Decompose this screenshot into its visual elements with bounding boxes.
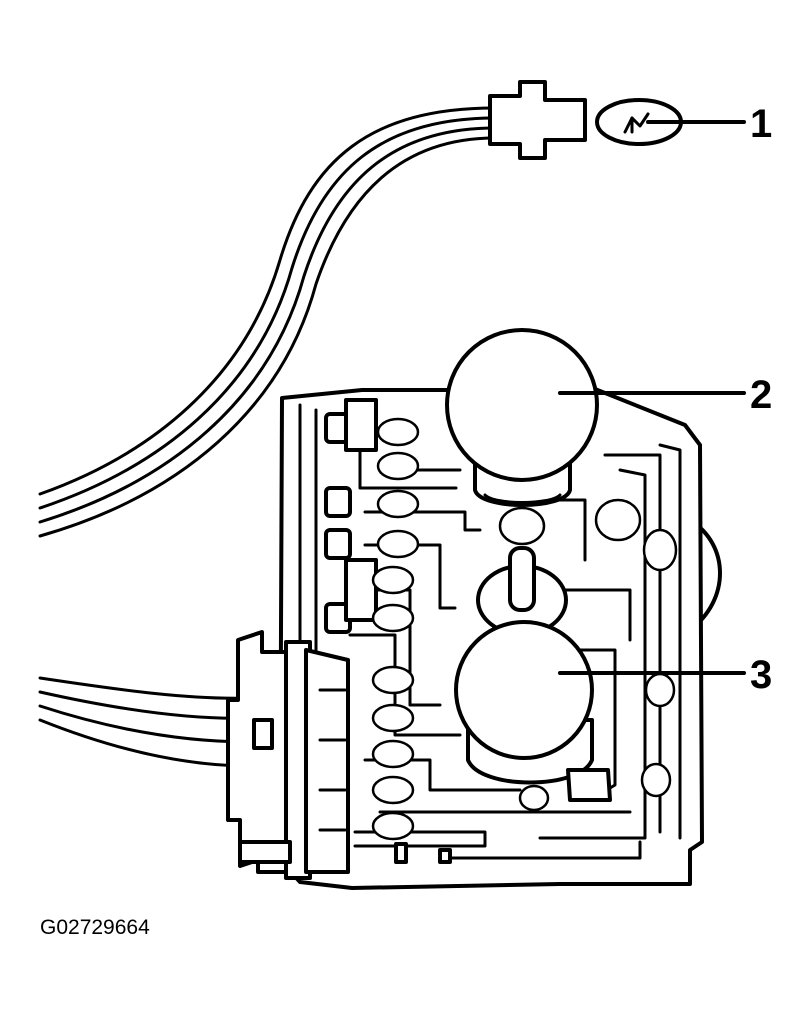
terminal-pins xyxy=(324,398,378,634)
contact-pads xyxy=(371,417,678,864)
figure-id: G02729664 xyxy=(40,916,150,939)
callout-3-label: 3 xyxy=(750,653,772,697)
upper-wire-harness xyxy=(38,106,497,538)
callout-2-label: 2 xyxy=(750,373,772,417)
central-stem xyxy=(476,546,568,636)
lower-connector xyxy=(226,630,350,880)
lower-wire-harness xyxy=(38,676,252,768)
callout-1-label: 1 xyxy=(750,102,772,146)
lower-knob xyxy=(454,620,612,802)
upper-knob xyxy=(445,328,599,507)
bulb-socket xyxy=(488,80,587,160)
